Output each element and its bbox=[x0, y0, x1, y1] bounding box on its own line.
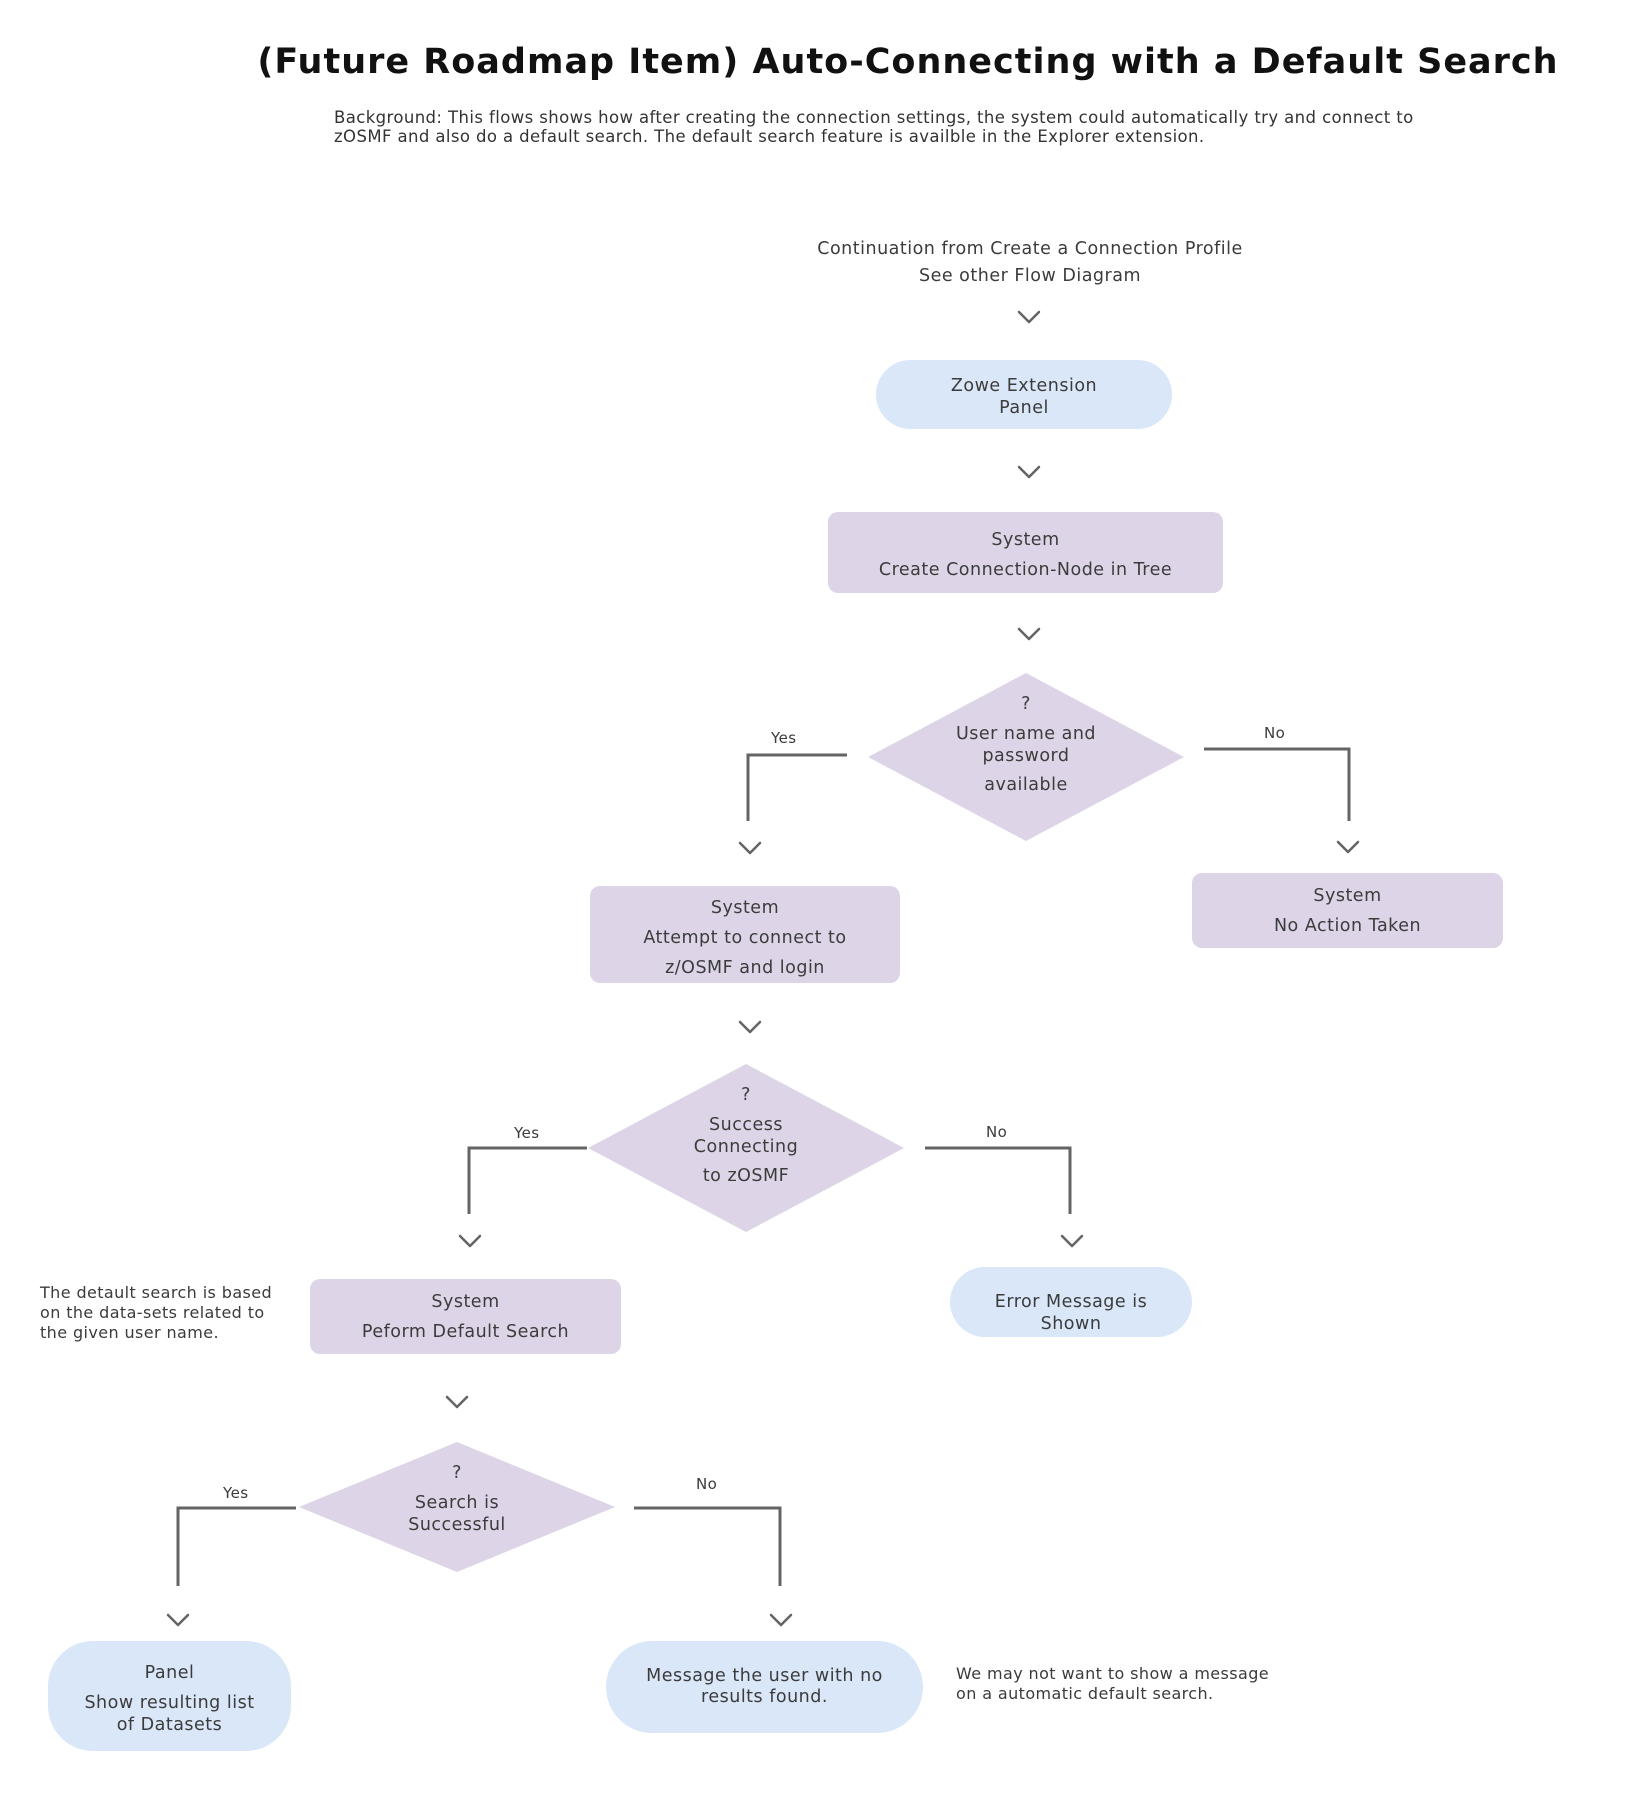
decision-question-mark: ? bbox=[452, 1463, 462, 1483]
background-description: Background: This flows shows how after c… bbox=[334, 108, 1414, 146]
attempt-connect-label: System Attempt to connect to z/OSMF and … bbox=[590, 893, 900, 983]
no-label: No bbox=[986, 1123, 1008, 1141]
node-line: to zOSMF bbox=[702, 1166, 790, 1186]
node-line: Create Connection-Node in Tree bbox=[878, 560, 1173, 580]
node-line: Zowe Extension bbox=[950, 376, 1098, 396]
no-action-label: System No Action Taken bbox=[1192, 881, 1503, 941]
node-line: Error Message is bbox=[994, 1292, 1148, 1312]
node-line: Shown bbox=[1040, 1314, 1102, 1334]
node-line: available bbox=[984, 775, 1068, 795]
node-line: System bbox=[991, 530, 1060, 550]
node-line: results found. bbox=[701, 1687, 828, 1707]
node-line: Successful bbox=[408, 1515, 506, 1535]
no-results-node bbox=[606, 1641, 923, 1733]
result-panel-node bbox=[48, 1641, 291, 1751]
node-line: User name and bbox=[955, 724, 1097, 744]
no-results-note: We may not want to show a message on a a… bbox=[956, 1664, 1269, 1704]
note-line: We may not want to show a message bbox=[956, 1664, 1270, 1683]
no-action-box bbox=[1192, 873, 1503, 948]
note-line: on a automatic default search. bbox=[956, 1684, 1214, 1703]
no-label: No bbox=[1264, 724, 1286, 742]
result-panel-label: Panel Show resulting list of Datasets bbox=[48, 1662, 291, 1736]
yes-label: Yes bbox=[771, 729, 797, 747]
chevron-down-icon bbox=[738, 841, 762, 855]
search-decision bbox=[299, 1442, 615, 1572]
node-line: Peform Default Search bbox=[361, 1322, 570, 1342]
chevron-down-icon bbox=[738, 1020, 762, 1034]
default-search-label: System Peform Default Search bbox=[310, 1287, 621, 1347]
create-node-label: System Create Connection-Node in Tree bbox=[828, 525, 1223, 585]
node-line: Panel bbox=[999, 398, 1049, 418]
node-line: System bbox=[710, 898, 780, 918]
start-line: See other Flow Diagram bbox=[918, 266, 1142, 286]
zowe-panel-node bbox=[876, 360, 1172, 429]
credentials-decision bbox=[868, 673, 1184, 841]
chevron-down-icon bbox=[1017, 310, 1041, 324]
error-message-node bbox=[950, 1267, 1192, 1337]
yes-connector-1 bbox=[746, 753, 847, 821]
yes-label: Yes bbox=[223, 1484, 249, 1502]
yes-connector-2 bbox=[467, 1146, 587, 1214]
chevron-down-icon bbox=[458, 1234, 482, 1248]
node-line: No Action Taken bbox=[1273, 916, 1422, 936]
node-line: Success bbox=[709, 1115, 783, 1135]
page-title: (Future Roadmap Item) Auto-Connecting wi… bbox=[257, 42, 1559, 82]
node-line: Connecting bbox=[693, 1137, 799, 1157]
node-line: System bbox=[431, 1292, 500, 1312]
no-connector-3 bbox=[634, 1506, 782, 1586]
chevron-down-icon bbox=[1017, 465, 1041, 479]
node-line: Panel bbox=[144, 1663, 195, 1683]
node-line: password bbox=[982, 746, 1070, 766]
node-line: Message the user with no bbox=[646, 1666, 883, 1686]
node-line: Show resulting list bbox=[84, 1693, 255, 1713]
note-line: the given user name. bbox=[40, 1323, 219, 1342]
chevron-down-icon bbox=[1336, 840, 1360, 854]
no-connector-1 bbox=[1204, 747, 1351, 821]
chevron-down-icon bbox=[166, 1613, 190, 1627]
zowe-panel-label: Zowe Extension Panel bbox=[876, 375, 1172, 419]
decision-question-mark: ? bbox=[741, 1085, 751, 1105]
create-node-box bbox=[828, 512, 1223, 593]
node-line: of Datasets bbox=[116, 1715, 223, 1735]
note-line: The detault search is based bbox=[40, 1283, 273, 1302]
node-line: Attempt to connect to bbox=[643, 928, 847, 948]
decision-question-mark: ? bbox=[1021, 694, 1031, 714]
credentials-decision-label: ? User name and password available bbox=[926, 693, 1126, 796]
node-line: System bbox=[1313, 886, 1382, 906]
yes-connector-3 bbox=[176, 1506, 296, 1586]
start-text: Continuation from Create a Connection Pr… bbox=[780, 236, 1280, 290]
node-line: z/OSMF and login bbox=[665, 958, 825, 978]
chevron-down-icon bbox=[769, 1613, 793, 1627]
start-line: Continuation from Create a Connection Pr… bbox=[817, 239, 1243, 259]
no-results-label: Message the user with no results found. bbox=[606, 1666, 923, 1708]
error-message-label: Error Message is Shown bbox=[950, 1291, 1192, 1335]
no-label: No bbox=[696, 1475, 718, 1493]
attempt-connect-box bbox=[590, 886, 900, 983]
chevron-down-icon bbox=[1017, 627, 1041, 641]
connect-decision bbox=[588, 1064, 904, 1232]
note-line: on the data-sets related to bbox=[40, 1303, 265, 1322]
connect-decision-label: ? Success Connecting to zOSMF bbox=[646, 1084, 846, 1187]
node-line: Search is bbox=[414, 1493, 500, 1513]
yes-label: Yes bbox=[514, 1124, 540, 1142]
no-connector-2 bbox=[925, 1146, 1072, 1214]
default-search-box bbox=[310, 1279, 621, 1354]
chevron-down-icon bbox=[445, 1395, 469, 1409]
search-decision-label: ? Search is Successful bbox=[357, 1462, 557, 1536]
chevron-down-icon bbox=[1060, 1234, 1084, 1248]
default-search-note: The detault search is based on the data-… bbox=[40, 1283, 272, 1343]
